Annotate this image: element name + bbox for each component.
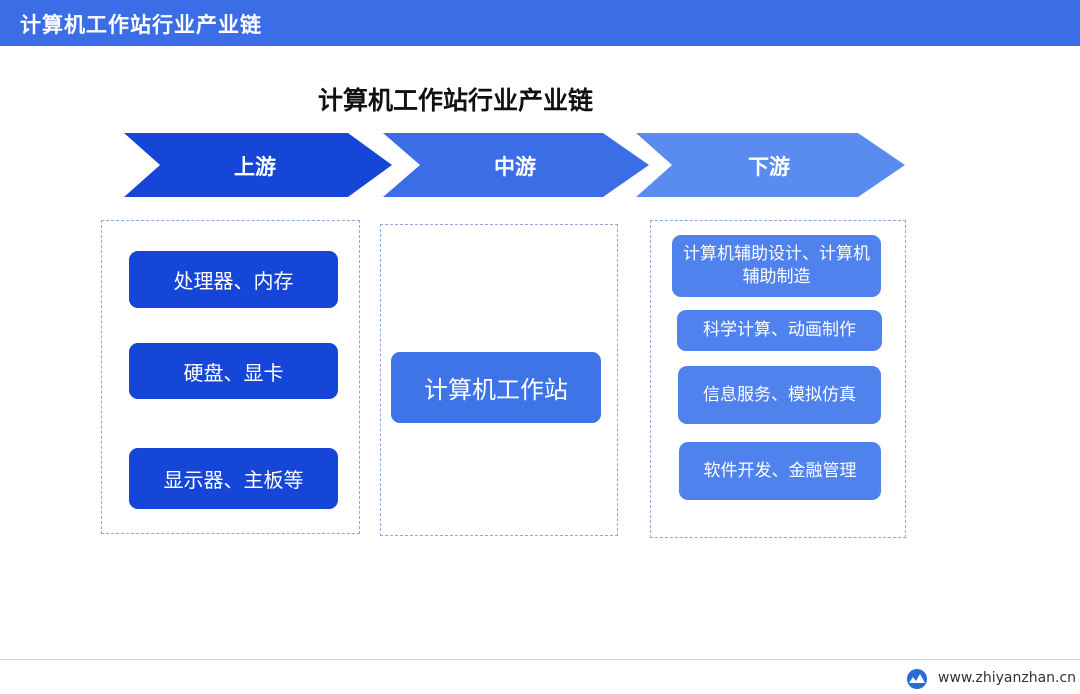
upstream-item: 硬盘、显卡	[129, 343, 338, 399]
stage-label-downstream: 下游	[748, 154, 790, 179]
chevron-upstream	[124, 133, 392, 197]
zhiyan-logo-icon	[907, 669, 927, 689]
downstream-item: 信息服务、模拟仿真	[678, 366, 881, 424]
midstream-panel	[380, 224, 618, 536]
header-bar: 计算机工作站行业产业链	[0, 0, 1080, 46]
stage-label-midstream: 中游	[494, 154, 536, 179]
upstream-item: 显示器、主板等	[129, 448, 338, 509]
downstream-item: 计算机辅助设计、计算机辅助制造	[672, 235, 881, 297]
chevron-midstream	[383, 133, 649, 197]
footer-divider	[0, 659, 1080, 660]
upstream-item: 处理器、内存	[129, 251, 338, 308]
chevron-downstream	[636, 133, 905, 197]
stage-label-upstream: 上游	[234, 154, 276, 179]
midstream-item: 计算机工作站	[391, 352, 601, 423]
downstream-panel	[650, 220, 906, 538]
stage-chevrons	[124, 133, 905, 197]
downstream-item: 科学计算、动画制作	[677, 310, 882, 351]
upstream-panel	[101, 220, 360, 534]
downstream-item: 软件开发、金融管理	[679, 442, 881, 500]
footer-url: www.zhiyanzhan.cn	[938, 670, 1077, 686]
diagram-title: 计算机工作站行业产业链	[318, 86, 594, 115]
header-title: 计算机工作站行业产业链	[20, 13, 262, 37]
